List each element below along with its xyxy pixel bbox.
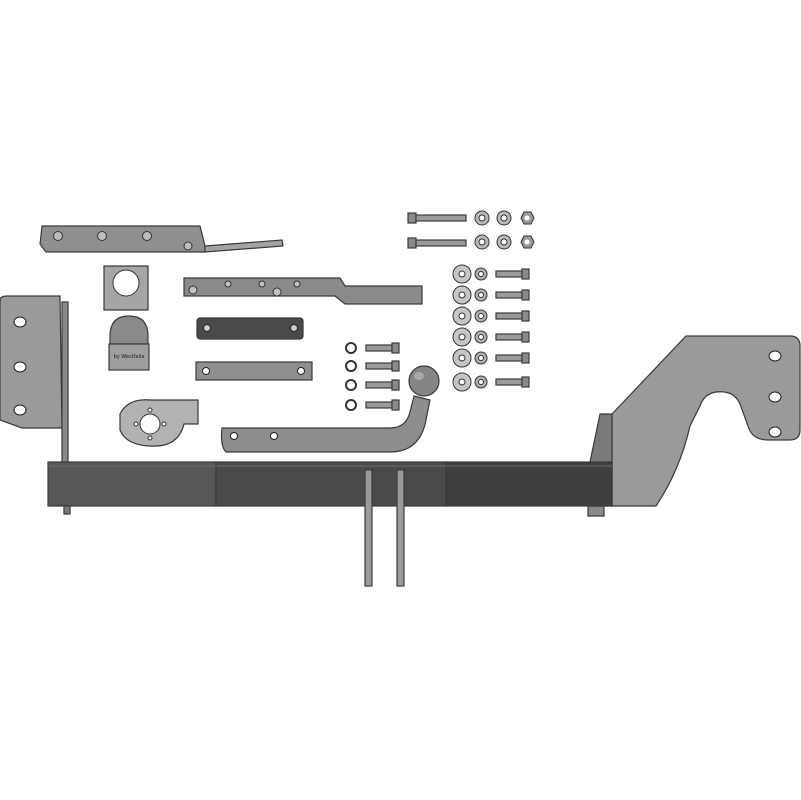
- right-side-bracket: [587, 335, 801, 517]
- long-bolt-set: [407, 210, 535, 250]
- tow-ball-neck: [220, 365, 440, 453]
- upper-mid-bracket: [183, 277, 423, 305]
- socket-holder: [103, 265, 149, 311]
- socket-bracket: [119, 399, 199, 447]
- bolt-washer-set: [452, 264, 530, 392]
- crossbar: [47, 461, 613, 515]
- short-bolt-set: [345, 342, 400, 411]
- flat-plate: [195, 361, 313, 381]
- socket-cap: by Westfalia: [108, 315, 150, 371]
- u-bolt-set: [364, 469, 405, 587]
- spacer-plate: [196, 317, 304, 340]
- left-side-bracket: [0, 295, 69, 463]
- socket-cap-label: by Westfalia: [114, 354, 145, 360]
- upper-left-bracket: [39, 225, 284, 253]
